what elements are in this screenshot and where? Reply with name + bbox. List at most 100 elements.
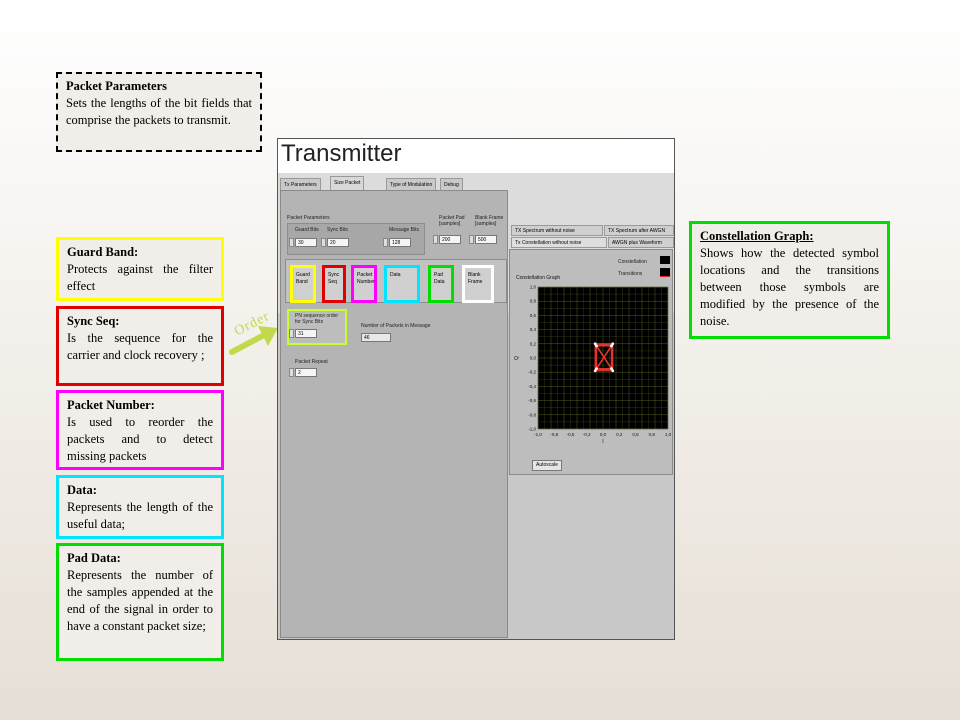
pn-order-spinner[interactable] [289,329,294,338]
y-tick-label: -0,8 [528,412,536,417]
message-bits-label: Message Bits [389,227,420,233]
x-tick-label: 0,2 [616,432,623,437]
message-bits-field[interactable]: 128 [389,238,411,247]
guard-bits-field[interactable]: 30 [295,238,317,247]
size-packet-panel: Packet Parameters Guard Bits 30 Sync Bit… [280,190,508,638]
x-axis-label: I [602,439,603,445]
num-packets-label: Number of Packets in Message [361,323,431,329]
x-tick-label: -1,0 [534,432,542,437]
tab-tx-parameters[interactable]: Tx Parameters [280,178,321,191]
x-tick-label: 1,0 [665,432,672,437]
cell-pad-data: Pad Data [428,265,454,303]
cell-blank-frame: Blank Frame [462,265,494,303]
tab-size-packet[interactable]: Size Packet [330,176,365,191]
message-bits-spinner[interactable] [383,238,388,247]
note-title: Pad Data: [67,551,121,565]
constellation-point [610,344,613,348]
cell-guard-band: Guard Band [290,265,316,303]
y-tick-label: 1,0 [530,285,537,290]
packet-pad-field[interactable]: 200 [439,235,461,244]
x-tick-label: -0,2 [583,432,591,437]
blank-frame-field[interactable]: 500 [475,235,497,244]
y-tick-label: 0,0 [530,356,537,361]
tab-type-of-modulation[interactable]: Type of Modulation [386,178,437,191]
note-body: Protects against the filter effect [67,262,213,293]
x-tick-label: 0,0 [600,432,607,437]
graph-title: Constellation Graph [516,275,560,281]
y-axis-label: Q [514,356,520,360]
constellation-point [611,369,615,373]
legend-transitions-swatch [660,268,670,277]
packet-parameters-label: Packet Parameters [287,215,330,221]
constellation-graph: Constellation Graph 1,0 0,8 0,6 0,4 0,2 0,0 -0,… [514,275,672,445]
legend-constellation-label: Constellation [618,259,647,265]
blank-frame-label: Blank Frame [samples] [475,215,504,227]
note-title: Data: [67,483,97,497]
transmitter-window: Transmitter Tx Parameters Size Packet Ty… [277,138,675,640]
x-tick-label: -0,5 [567,432,575,437]
order-arrow-icon [229,326,278,355]
note-body: Represents the number of the samples app… [67,568,213,633]
tab-tx-spectrum-without-noise[interactable]: TX Spectrum without noise [511,225,603,236]
blank-frame-spinner[interactable] [469,235,474,244]
y-tick-label: 0,8 [530,299,537,304]
guard-bits-label: Guard Bits [295,227,319,233]
packet-repeat-field[interactable]: 2 [295,368,317,377]
cell-packet-number: Packet Number [351,265,377,303]
packet-pad-spinner[interactable] [433,235,438,244]
y-tick-label: -1,0 [528,427,536,432]
sync-bits-label: Sync Bits [327,227,348,233]
legend-constellation-swatch [660,256,670,264]
constellation-point [595,367,598,371]
note-title: Constellation Graph: [700,229,814,243]
note-title: Packet Number: [67,398,155,412]
pn-order-label: PN sequence order for Sync Bits [295,313,339,325]
constellation-point [611,342,615,346]
note-body: Represents the length of the useful data… [67,500,213,531]
packet-repeat-label: Packet Repeat [295,359,328,365]
window-title: Transmitter [278,139,674,173]
guard-bits-spinner[interactable] [289,238,294,247]
note-title: Packet Parameters [66,79,167,93]
cell-data: Data [384,265,420,303]
transition-line [595,345,612,370]
legend-transitions-label: Transitions [618,271,643,277]
num-packets-field: 46 [361,333,391,342]
packet-number-note: Packet Number: Is used to reorder the pa… [56,390,224,470]
constellation-point [593,342,597,346]
sync-bits-spinner[interactable] [321,238,326,247]
tab-debug[interactable]: Debug [440,178,463,191]
y-tick-label: 0,6 [530,313,537,318]
y-tick-label: -0,2 [528,370,536,375]
y-tick-label: -0,4 [528,384,536,389]
pad-data-note: Pad Data: Represents the number of the s… [56,543,224,661]
packet-pad-label: Packet Pad [samples] [439,215,465,227]
cell-sync-seq: Sync Seq [322,265,346,303]
note-title: Sync Seq: [67,314,120,328]
x-tick-label: -0,8 [550,432,558,437]
packet-parameters-note: Packet Parameters Sets the lengths of th… [56,72,262,152]
x-tick-label: 0,8 [649,432,656,437]
packet-repeat-spinner[interactable] [289,368,294,377]
tab-tx-spectrum-after-awgn[interactable]: TX Spectrum after AWGN [604,225,674,236]
y-tick-label: 0,2 [530,341,537,346]
note-body: Shows how the detected symbol locations … [700,246,879,328]
note-title: Guard Band: [67,245,139,259]
constellation-graph-note: Constellation Graph: Shows how the detec… [689,221,890,339]
tab-tx-constellation-without-noise[interactable]: Tx Constellation without noise [511,237,607,248]
y-tick-label: 0,4 [530,327,537,332]
x-tick-label: 0,5 [632,432,639,437]
note-body: Is used to reorder the packets and to de… [67,415,213,463]
y-tick-label: -0,6 [528,398,536,403]
sync-bits-field[interactable]: 20 [327,238,349,247]
sync-seq-note: Sync Seq: Is the sequence for the carrie… [56,306,224,386]
data-note: Data: Represents the length of the usefu… [56,475,224,539]
pn-sequence-group [287,309,347,345]
constellation-point [593,369,597,373]
tab-awgn-plus-waveform[interactable]: AWGN plus Waveform [608,237,674,248]
autoscale-button[interactable]: Autoscale [532,460,562,471]
guard-band-note: Guard Band: Protects against the filter … [56,237,224,301]
pn-order-field[interactable]: 31 [295,329,317,338]
note-body: Is the sequence for the carrier and cloc… [67,331,213,362]
note-body: Sets the lengths of the bit fields that … [66,96,252,127]
